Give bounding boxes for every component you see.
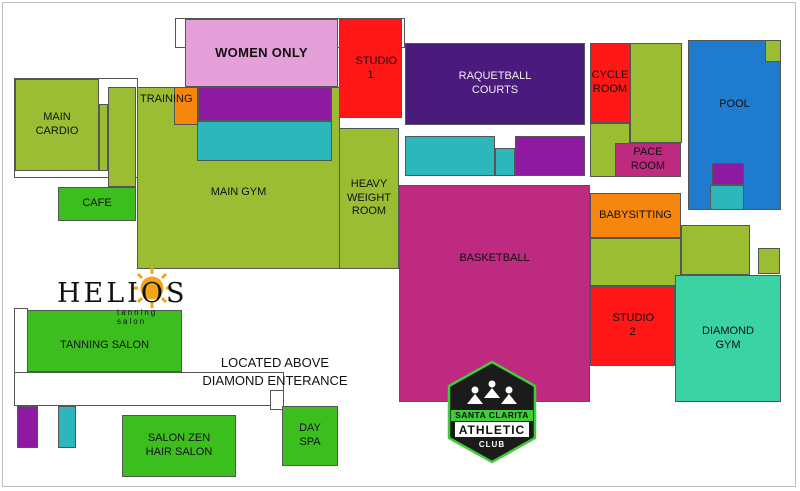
room-studio-2-label: STUDIO 2 bbox=[612, 312, 655, 338]
club-logo: SANTA CLARITA ATHLETIC CLUB bbox=[445, 360, 539, 464]
zone-purple-mid bbox=[515, 136, 585, 176]
helios-tagline: tanning salon bbox=[117, 308, 158, 326]
room-salon-zen[interactable]: SALON ZEN HAIR SALON bbox=[122, 415, 236, 477]
room-training-label: TRAINING bbox=[140, 93, 193, 105]
room-pool-label: POOL bbox=[719, 98, 750, 111]
room-main-cardio-label: MAIN CARDIO bbox=[35, 111, 79, 137]
club-logo-line1: SANTA CLARITA bbox=[455, 410, 529, 420]
zone-green-east-2 bbox=[590, 238, 681, 286]
annex-corridor-right bbox=[270, 390, 284, 410]
zone-teal-gym bbox=[197, 121, 332, 161]
annex-corridor-mid bbox=[14, 372, 284, 406]
room-heavy-weight-label: HEAVY WEIGHT ROOM bbox=[347, 177, 391, 218]
room-main-gym-label: MAIN GYM bbox=[210, 186, 267, 199]
zone-green-east bbox=[681, 225, 750, 275]
room-studio-1[interactable]: STUDIO 1 bbox=[339, 19, 402, 118]
zone-teal-mid-2 bbox=[495, 148, 515, 176]
room-studio-2[interactable]: STUDIO 2 bbox=[590, 286, 675, 366]
zone-teal-pool bbox=[710, 185, 744, 210]
zone-purple-annex bbox=[17, 406, 38, 448]
room-babysitting[interactable]: BABYSITTING bbox=[590, 193, 681, 238]
room-heavy-weight[interactable]: HEAVY WEIGHT ROOM bbox=[339, 128, 399, 269]
room-pace[interactable]: PACE ROOM bbox=[615, 143, 681, 177]
room-day-spa[interactable]: DAY SPA bbox=[282, 406, 338, 466]
room-raquetball[interactable]: RAQUETBALL COURTS bbox=[405, 43, 585, 125]
room-cafe-label: CAFE bbox=[82, 197, 112, 210]
room-cafe[interactable]: CAFE bbox=[58, 187, 136, 221]
zone-green-east-3 bbox=[758, 248, 780, 274]
room-main-cardio[interactable]: MAIN CARDIO bbox=[15, 79, 99, 171]
room-diamond-gym-label: DIAMOND GYM bbox=[702, 324, 754, 351]
club-badge-icon bbox=[447, 360, 537, 464]
zone-purple-pool bbox=[712, 163, 744, 185]
room-tanning-salon[interactable]: TANNING SALON bbox=[27, 310, 182, 372]
room-tanning-salon-label: TANNING SALON bbox=[59, 339, 150, 352]
room-pace-label: PACE ROOM bbox=[630, 146, 666, 172]
zone-purple-gym bbox=[198, 87, 332, 121]
room-women-only[interactable]: WOMEN ONLY bbox=[185, 19, 338, 87]
corridor-cardio-2 bbox=[108, 87, 136, 187]
room-diamond-gym[interactable]: DIAMOND GYM bbox=[675, 275, 781, 402]
room-raquetball-label: RAQUETBALL COURTS bbox=[458, 70, 532, 96]
sun-icon bbox=[132, 268, 172, 308]
room-cycle[interactable]: CYCLE ROOM bbox=[590, 43, 630, 123]
zone-green-pool-top bbox=[765, 40, 781, 62]
room-salon-zen-label: SALON ZEN HAIR SALON bbox=[145, 432, 213, 458]
location-note: LOCATED ABOVE DIAMOND ENTERANCE bbox=[202, 355, 348, 388]
corridor-cardio bbox=[99, 104, 108, 171]
room-cycle-label: CYCLE ROOM bbox=[591, 69, 629, 95]
room-women-only-label: WOMEN ONLY bbox=[215, 44, 308, 60]
room-studio-1-label: STUDIO 1 bbox=[355, 54, 398, 81]
zone-teal-annex bbox=[58, 406, 76, 448]
zone-green-ne bbox=[630, 43, 682, 143]
zone-teal-mid bbox=[405, 136, 495, 176]
room-day-spa-label: DAY SPA bbox=[299, 422, 321, 448]
room-babysitting-label: BABYSITTING bbox=[599, 208, 672, 221]
room-training[interactable] bbox=[174, 87, 198, 125]
helios-logo: HELIOS tanning salon bbox=[55, 266, 188, 326]
club-logo-line2: ATHLETIC bbox=[458, 423, 526, 437]
helios-wordmark: HELIOS bbox=[57, 278, 188, 309]
room-basketball-label: BASKETBALL bbox=[459, 251, 530, 264]
club-logo-line3: CLUB bbox=[478, 440, 506, 449]
